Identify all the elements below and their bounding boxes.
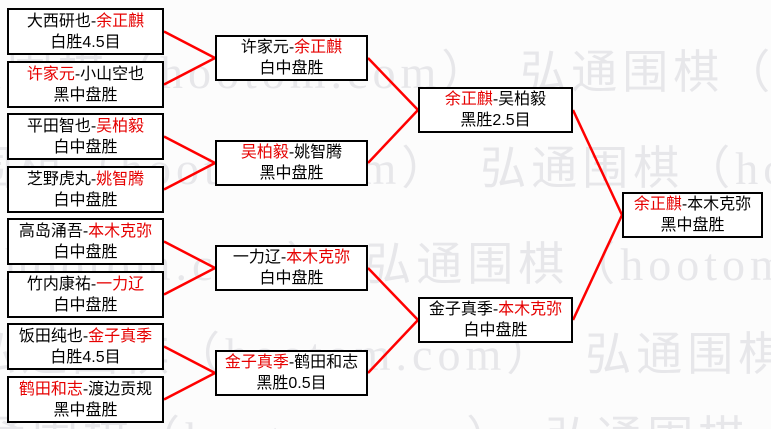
match-result: 黑中盘胜 bbox=[53, 401, 118, 419]
match-box-r1-8: 鹤田和志-渡边贡规 黑中盘胜 bbox=[7, 376, 164, 423]
matchup: 芝野虎丸-姚智腾 bbox=[26, 170, 145, 188]
winner-name: 金子真季 bbox=[224, 354, 289, 371]
winner-name: 吴柏毅 bbox=[240, 144, 289, 161]
winner-name: 许家元 bbox=[26, 65, 75, 83]
winner-name: 鹤田和志 bbox=[18, 380, 83, 398]
match-result: 黑胜0.5目 bbox=[256, 375, 327, 392]
watermark-text: 弘通围棋（hootom.com） bbox=[480, 143, 771, 194]
matchup: 余正麒-吴柏毅 bbox=[444, 91, 547, 108]
match-box-sf-2: 金子真季-本木克弥 白中盘胜 bbox=[418, 297, 573, 343]
match-box-r1-5: 高岛涌吾-本木克弥 白中盘胜 bbox=[7, 218, 164, 265]
matchup: 高岛涌吾-本木克弥 bbox=[18, 222, 153, 240]
match-result: 白中盘胜 bbox=[259, 60, 324, 77]
match-box-r1-3: 平田智也-吴柏毅 白中盘胜 bbox=[7, 113, 164, 160]
matchup: 饭田纯也-金子真季 bbox=[18, 327, 153, 345]
match-box-r1-7: 饭田纯也-金子真季 白胜4.5目 bbox=[7, 323, 164, 370]
match-box-r1-2: 许家元-小山空也 黑中盘胜 bbox=[7, 61, 164, 108]
matchup: 许家元-小山空也 bbox=[26, 65, 145, 83]
match-box-sf-1: 余正麒-吴柏毅 黑胜2.5目 bbox=[418, 87, 573, 133]
matchup: 吴柏毅-姚智腾 bbox=[240, 144, 343, 161]
match-box-r2-2: 吴柏毅-姚智腾 黑中盘胜 bbox=[215, 140, 368, 186]
matchup: 平田智也-吴柏毅 bbox=[26, 117, 145, 135]
matchup: 许家元-余正麒 bbox=[240, 39, 343, 56]
match-result: 白中盘胜 bbox=[53, 138, 118, 156]
winner-name: 余正麒 bbox=[294, 39, 343, 56]
match-box-r1-4: 芝野虎丸-姚智腾 白中盘胜 bbox=[7, 166, 164, 213]
matchup: 金子真季-本木克弥 bbox=[428, 301, 563, 318]
match-box-final: 余正麒-本木克弥 黑中盘胜 bbox=[622, 192, 763, 238]
matchup: 竹内康祐-一力辽 bbox=[26, 275, 145, 293]
winner-name: 一力辽 bbox=[96, 275, 145, 293]
winner-name: 本木克弥 bbox=[88, 222, 153, 240]
watermark-text: 弘通围棋（hootom.com） bbox=[545, 413, 771, 429]
watermark-text: 弘通围棋（hootom.com） bbox=[585, 329, 771, 380]
winner-name: 余正麒 bbox=[444, 91, 493, 108]
match-box-r2-1: 许家元-余正麒 白中盘胜 bbox=[215, 35, 368, 81]
match-result: 白中盘胜 bbox=[259, 270, 324, 287]
winner-name: 金子真季 bbox=[88, 327, 153, 345]
match-result: 黑中盘胜 bbox=[660, 217, 725, 234]
winner-name: 本木克弥 bbox=[498, 301, 563, 318]
match-result: 白中盘胜 bbox=[53, 296, 118, 314]
match-result: 黑胜2.5目 bbox=[460, 112, 531, 129]
watermark-text: 弘通围棋（hootom.com） bbox=[365, 239, 771, 290]
match-box-r2-4: 金子真季-鹤田和志 黑胜0.5目 bbox=[215, 350, 368, 396]
match-result: 白中盘胜 bbox=[53, 191, 118, 209]
match-box-r1-1: 大西研也-余正麒 白胜4.5目 bbox=[7, 8, 164, 55]
winner-name: 余正麒 bbox=[633, 196, 682, 213]
matchup: 一力辽-本木克弥 bbox=[232, 249, 351, 266]
match-result: 黑中盘胜 bbox=[53, 86, 118, 104]
matchup: 大西研也-余正麒 bbox=[26, 12, 145, 30]
matchup: 余正麒-本木克弥 bbox=[633, 196, 752, 213]
match-result: 白胜4.5目 bbox=[50, 348, 121, 366]
match-result: 白中盘胜 bbox=[463, 322, 528, 339]
matchup: 金子真季-鹤田和志 bbox=[224, 354, 359, 371]
match-result: 白胜4.5目 bbox=[50, 33, 121, 51]
match-box-r1-6: 竹内康祐-一力辽 白中盘胜 bbox=[7, 271, 164, 318]
match-result: 黑中盘胜 bbox=[259, 165, 324, 182]
match-box-r2-3: 一力辽-本木克弥 白中盘胜 bbox=[215, 245, 368, 291]
winner-name: 余正麒 bbox=[96, 12, 145, 30]
winner-name: 本木克弥 bbox=[286, 249, 351, 266]
winner-name: 吴柏毅 bbox=[96, 117, 145, 135]
winner-name: 姚智腾 bbox=[96, 170, 145, 188]
matchup: 鹤田和志-渡边贡规 bbox=[18, 380, 153, 398]
match-result: 白中盘胜 bbox=[53, 243, 118, 261]
